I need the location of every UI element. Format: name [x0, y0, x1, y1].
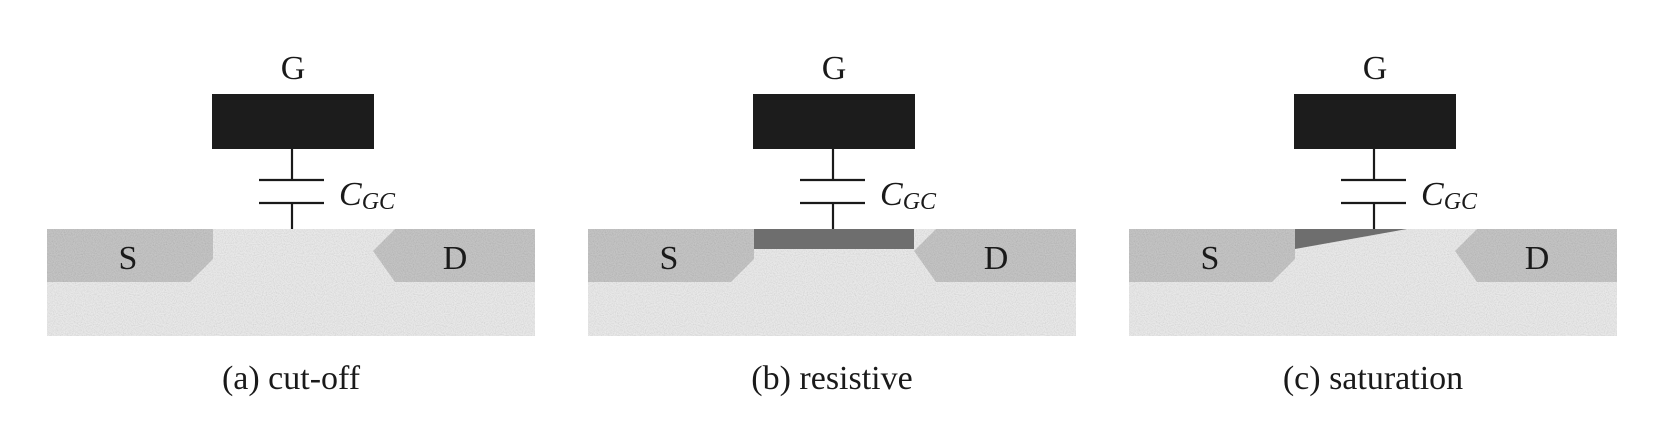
gate-label: G	[1363, 50, 1388, 87]
gate-electrode	[1294, 94, 1456, 149]
source-label: S	[119, 240, 138, 277]
panel-saturation: G CGC S D (c) saturation	[1129, 50, 1617, 397]
drain-label: D	[1525, 240, 1550, 277]
source-region	[47, 229, 213, 282]
capacitance-label-sub: GC	[1444, 189, 1478, 215]
panel-caption: (a) cut-off	[222, 360, 361, 397]
drain-region	[914, 229, 1076, 282]
capacitance-label: CGC	[1421, 176, 1478, 215]
source-region	[588, 229, 754, 282]
capacitance-label-sub: GC	[903, 189, 937, 215]
source-label: S	[1201, 240, 1220, 277]
gate-electrode	[212, 94, 374, 149]
panel-cut-off: G CGC S D (a) cut-off	[47, 50, 535, 397]
capacitance-label-main: C	[1421, 176, 1444, 213]
panel-caption: (c) saturation	[1283, 360, 1463, 397]
panel-resistive: G CGC S D (b) resistive	[588, 50, 1076, 397]
panel-caption: (b) resistive	[751, 360, 912, 397]
pinched-channel	[1295, 229, 1407, 249]
inversion-channel	[754, 229, 914, 249]
capacitance-label: CGC	[880, 176, 937, 215]
gate-label: G	[822, 50, 847, 87]
source-region	[1129, 229, 1295, 282]
capacitance-label-sub: GC	[362, 189, 396, 215]
drain-label: D	[984, 240, 1009, 277]
gate-electrode	[753, 94, 915, 149]
drain-label: D	[443, 240, 468, 277]
source-label: S	[660, 240, 679, 277]
drain-region	[373, 229, 535, 282]
capacitance-label-main: C	[880, 176, 903, 213]
drain-region	[1455, 229, 1617, 282]
capacitance-label-main: C	[339, 176, 362, 213]
gate-label: G	[281, 50, 306, 87]
capacitance-label: CGC	[339, 176, 396, 215]
